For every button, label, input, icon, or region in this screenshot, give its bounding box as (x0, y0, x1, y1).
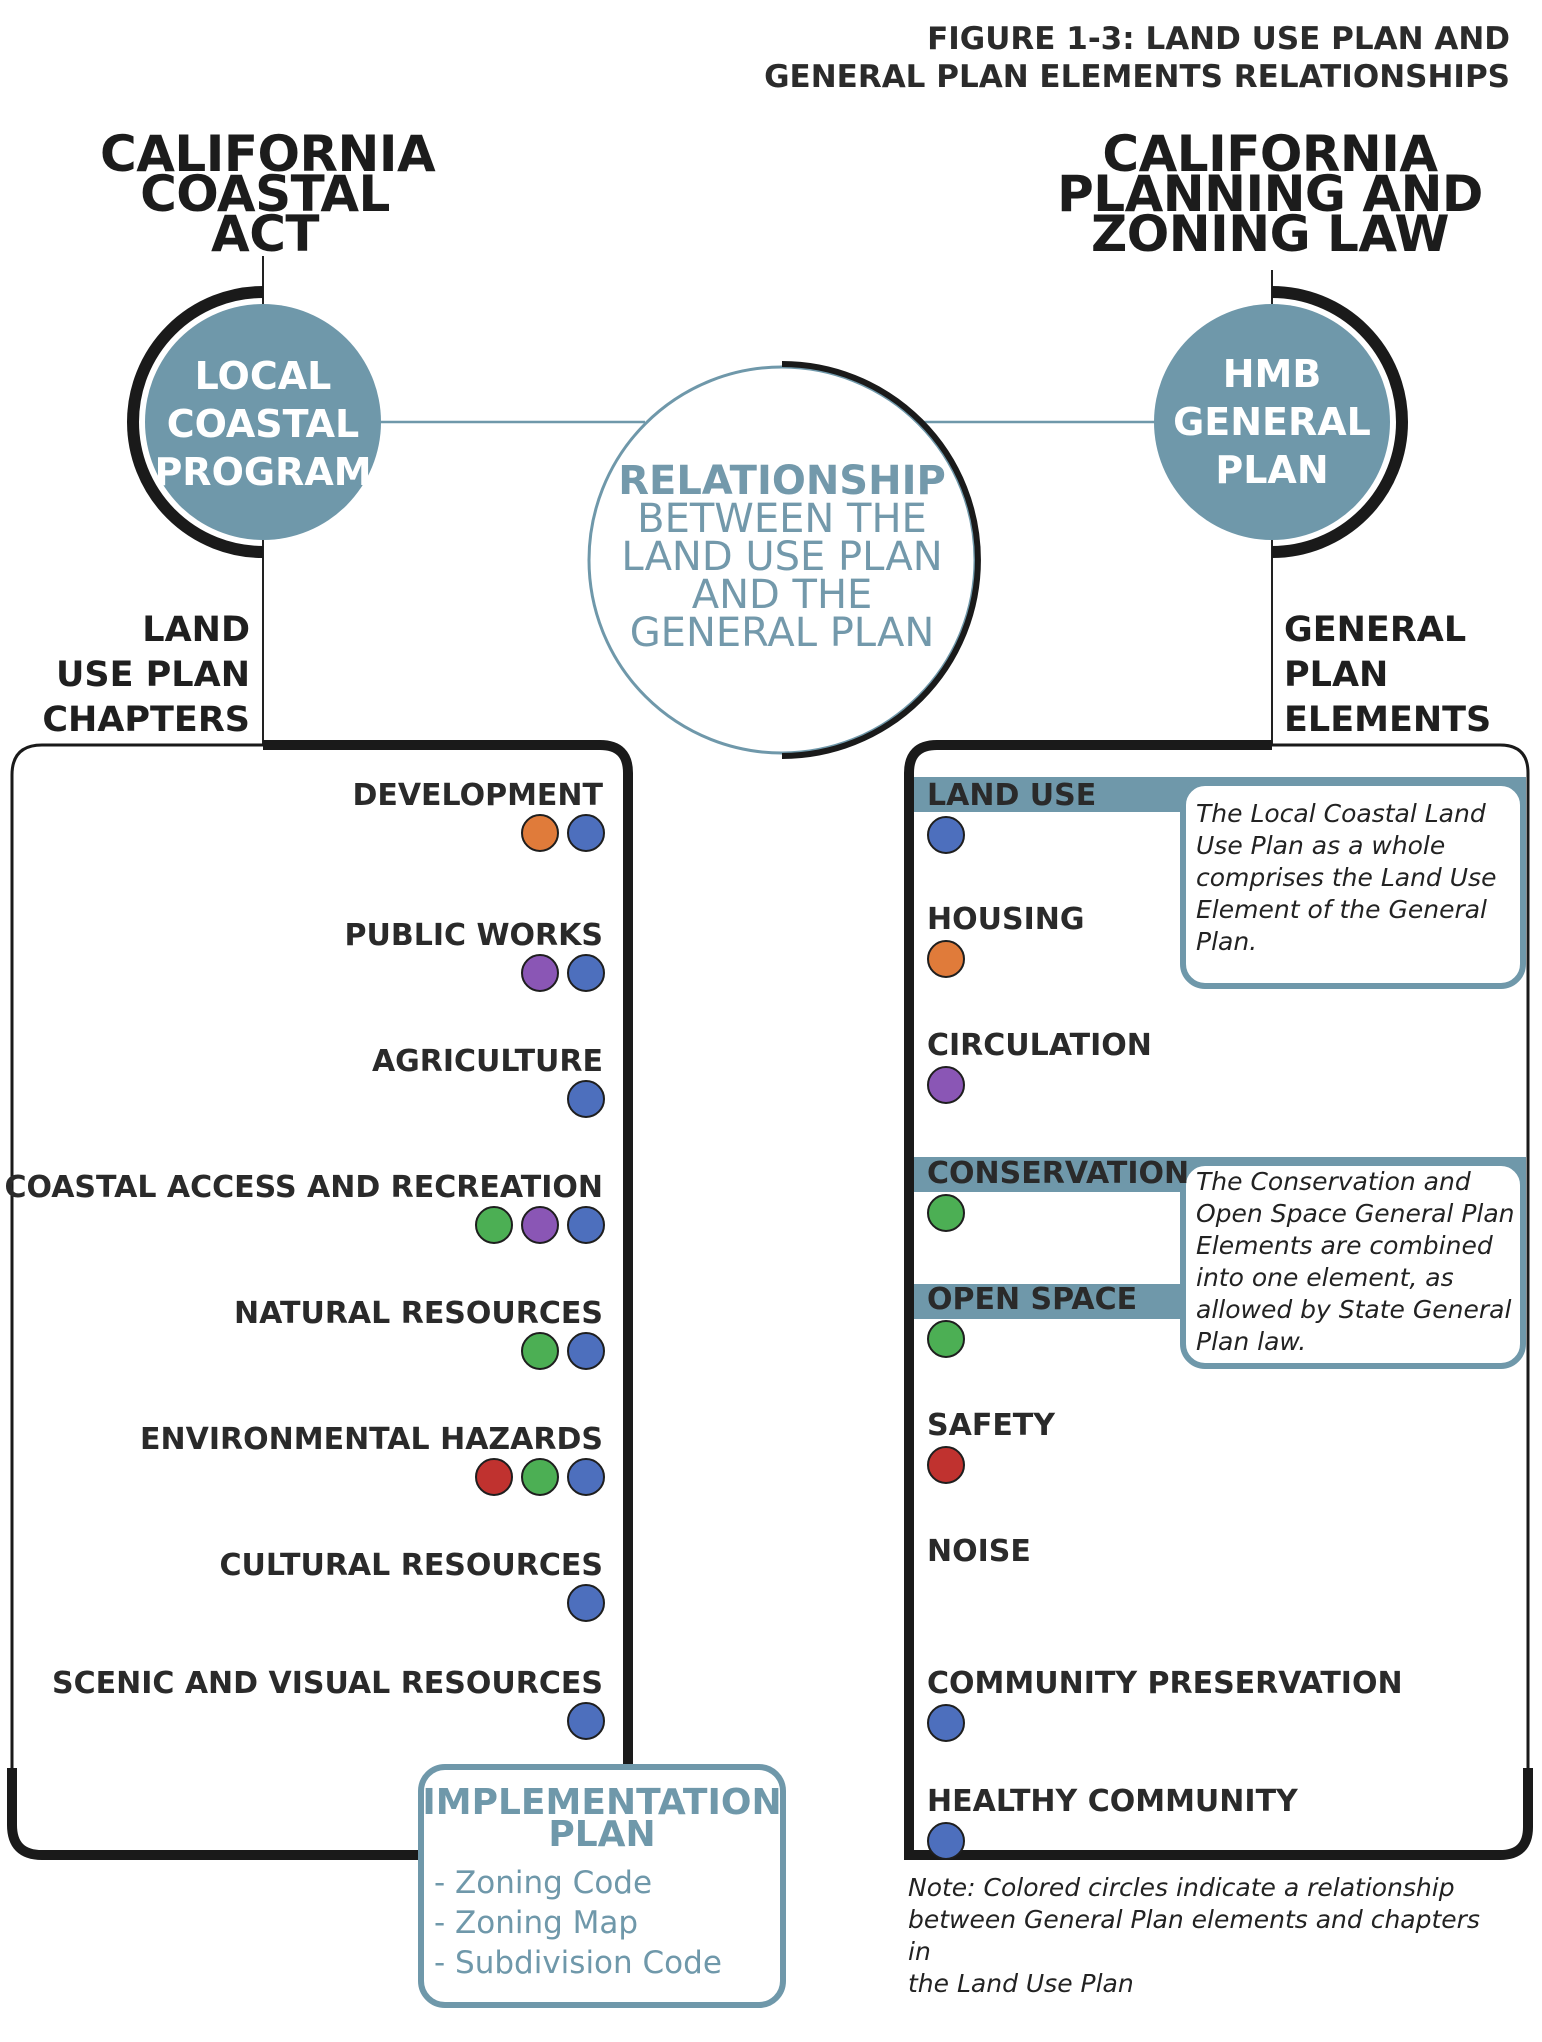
element-conservation: CONSERVATION (927, 1156, 1190, 1191)
element-noise: NOISE (927, 1534, 1031, 1569)
blue-dot (567, 1458, 605, 1496)
element-healthy-community: HEALTHY COMMUNITY (927, 1784, 1298, 1819)
chapter-development: DEVELOPMENT (352, 778, 603, 813)
chapter-relationship-dots (521, 954, 605, 992)
purple-dot (927, 1066, 965, 1104)
purple-dot (521, 1206, 559, 1244)
orange-dot (521, 814, 559, 852)
chapter-environmental-hazards: ENVIRONMENTAL HAZARDS (140, 1422, 603, 1457)
element-safety: SAFETY (927, 1408, 1055, 1443)
left-heading: CALIFORNIA COASTAL ACT (100, 125, 436, 263)
chapter-agriculture: AGRICULTURE (371, 1044, 603, 1079)
green-dot (475, 1206, 513, 1244)
relationship-line: BETWEEN THE (637, 496, 927, 542)
red-dot (927, 1446, 965, 1484)
implementation-item: - Zoning Code (434, 1865, 653, 1901)
chapter-relationship-dots (475, 1458, 605, 1496)
orange-dot (927, 940, 965, 978)
relationship-title: RELATIONSHIP (618, 458, 946, 504)
conservation-open-space-note: The Conservation and Open Space General … (1196, 1167, 1515, 1356)
relationship-line: LAND USE PLAN (621, 534, 943, 580)
bottom-note: Note: Colored circles indicate a relatio… (908, 1873, 1480, 1998)
implementation-item: - Subdivision Code (434, 1945, 722, 1981)
relationship-circle: RELATIONSHIP BETWEEN THE LAND USE PLAN A… (600, 458, 964, 656)
implementation-plan-box: IMPLEMENTATION PLAN - Zoning Code - Zoni… (421, 1782, 783, 1983)
chapter-public-works: PUBLIC WORKS (344, 918, 603, 953)
chapter-relationship-dots (567, 1584, 605, 1622)
local-coastal-program-circle: LOCAL COASTAL PROGRAM (154, 354, 372, 494)
chapter-relationship-dots (475, 1206, 605, 1244)
figure-title: FIGURE 1-3: LAND USE PLAN AND GENERAL PL… (764, 21, 1510, 95)
land-use-plan-chapters-label: LAND USE PLAN CHAPTERS (42, 610, 250, 740)
element-circulation: CIRCULATION (927, 1028, 1152, 1063)
blue-dot (927, 816, 965, 854)
green-dot (521, 1332, 559, 1370)
red-dot (475, 1458, 513, 1496)
land-use-note: The Local Coastal Land Use Plan as a who… (1196, 799, 1497, 956)
green-dot (927, 1194, 965, 1232)
green-dot (927, 1320, 965, 1358)
chapter-relationship-dots (521, 814, 605, 852)
blue-dot (567, 1584, 605, 1622)
relationship-line: AND THE (691, 572, 873, 618)
element-housing: HOUSING (927, 902, 1085, 937)
green-dot (521, 1458, 559, 1496)
blue-dot (567, 814, 605, 852)
chapter-coastal-access-and-recreation: COASTAL ACCESS AND RECREATION (4, 1170, 603, 1205)
purple-dot (521, 954, 559, 992)
chapter-scenic-and-visual-resources: SCENIC AND VISUAL RESOURCES (51, 1666, 603, 1701)
blue-dot (567, 1206, 605, 1244)
blue-dot (567, 1702, 605, 1740)
element-open-space: OPEN SPACE (927, 1282, 1138, 1317)
chapter-relationship-dots (567, 1702, 605, 1740)
blue-dot (567, 1080, 605, 1118)
element-land-use: LAND USE (927, 778, 1097, 813)
relationship-line: GENERAL PLAN (629, 610, 935, 656)
chapter-relationship-dots (521, 1332, 605, 1370)
chapter-natural-resources: NATURAL RESOURCES (234, 1296, 603, 1331)
implementation-plan-title: IMPLEMENTATION PLAN (422, 1782, 782, 1855)
blue-dot (567, 1332, 605, 1370)
chapter-relationship-dots (567, 1080, 605, 1118)
blue-dot (927, 1704, 965, 1742)
hmb-general-plan-circle: HMB GENERAL PLAN (1173, 352, 1371, 492)
general-plan-elements-label: GENERAL PLAN ELEMENTS (1284, 610, 1492, 740)
right-heading: CALIFORNIA PLANNING AND ZONING LAW (1057, 125, 1483, 263)
implementation-item: - Zoning Map (434, 1905, 639, 1941)
element-community-preservation: COMMUNITY PRESERVATION (927, 1666, 1403, 1701)
chapter-cultural-resources: CULTURAL RESOURCES (219, 1548, 603, 1583)
blue-dot (567, 954, 605, 992)
blue-dot (927, 1822, 965, 1860)
